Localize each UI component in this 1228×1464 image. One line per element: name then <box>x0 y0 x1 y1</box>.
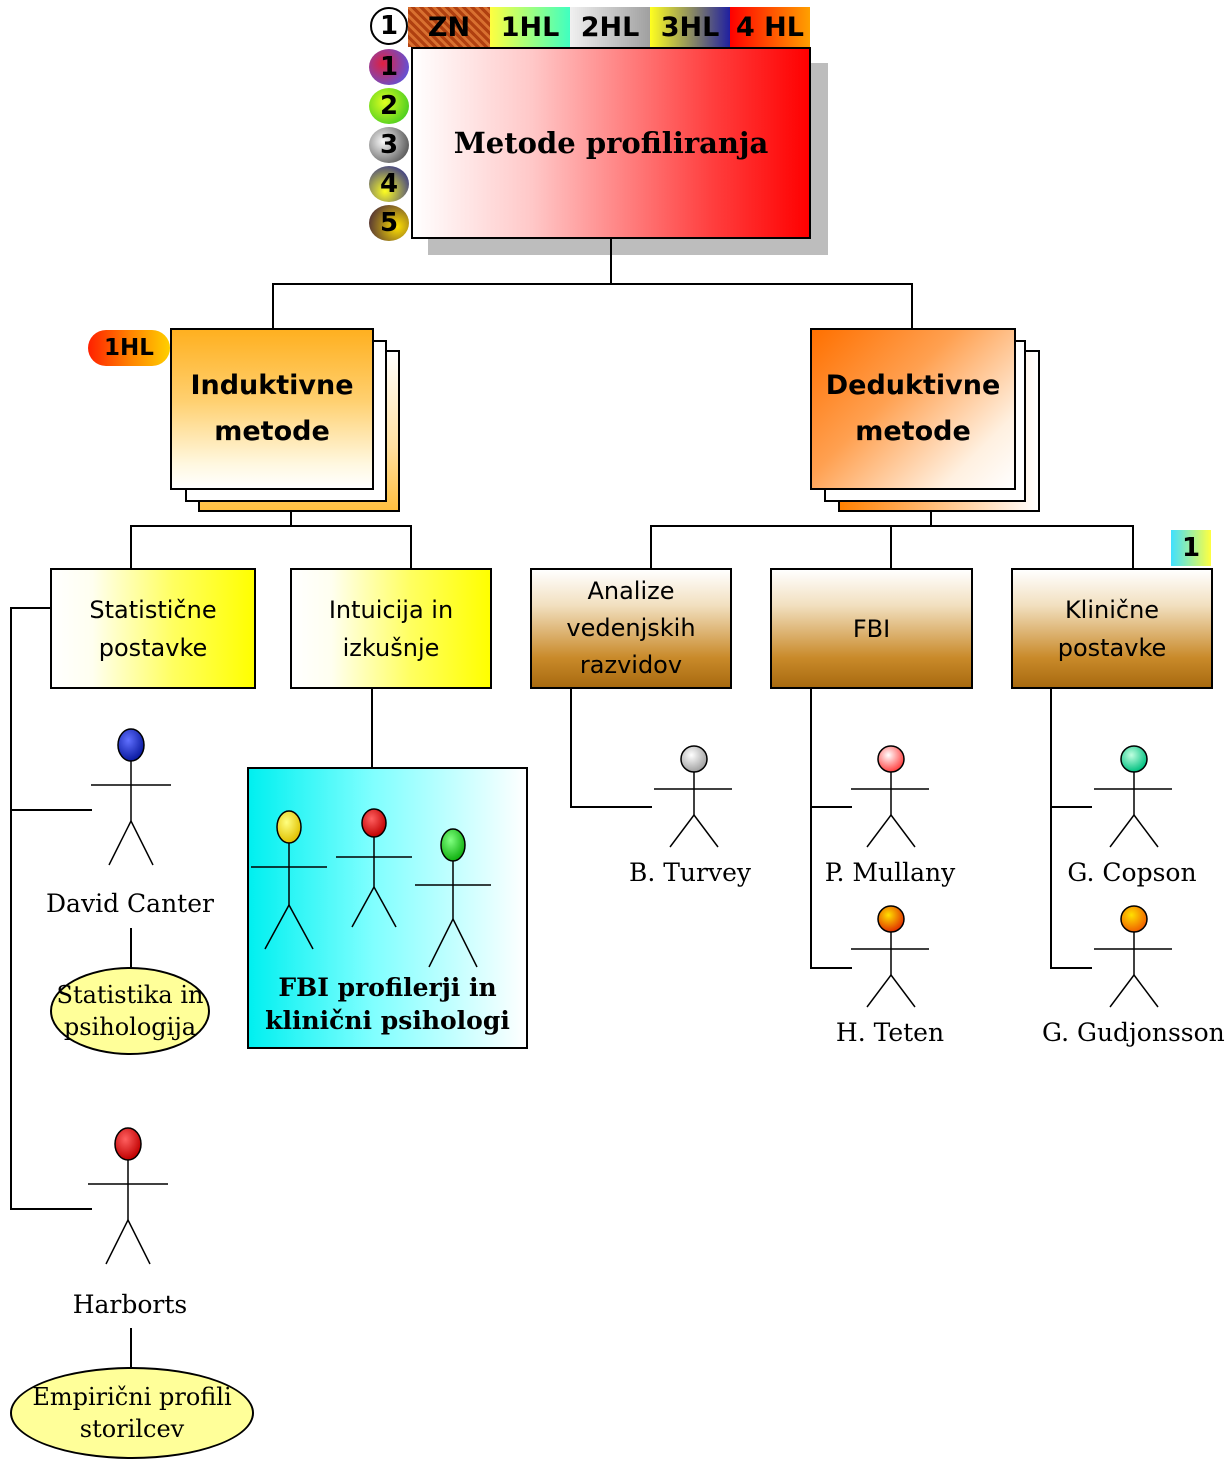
connector <box>650 525 1134 527</box>
sub-fbi[interactable]: FBI <box>770 568 973 689</box>
fbi-group-box[interactable]: FBI profilerji in klinični psihologi <box>247 767 528 1049</box>
sub-label: postavke <box>98 633 208 662</box>
connector <box>371 689 373 769</box>
person-name: Harborts <box>72 1290 188 1319</box>
connector <box>290 512 292 527</box>
connector <box>570 806 652 808</box>
stick-figure-teten <box>851 905 929 1008</box>
root-node[interactable]: Metode profiliranja <box>411 47 811 239</box>
fbi-figure-3 <box>415 828 491 968</box>
level-5-icon[interactable]: 5 <box>369 205 409 241</box>
person-name: G. Copson <box>1067 858 1197 887</box>
ellipse-empiricni-profili[interactable]: Empirični profili storilcev <box>10 1367 254 1459</box>
connector <box>130 928 132 970</box>
person-name: H. Teten <box>835 1018 945 1047</box>
fbi-group-label-line: klinični psihologi <box>265 1006 510 1035</box>
connector <box>911 283 913 329</box>
connector <box>272 283 912 285</box>
person-name: G. Gudjonsson <box>1042 1018 1225 1047</box>
sub-klinicne-postavke[interactable]: Klinične postavke <box>1011 568 1213 689</box>
sub-label: Intuicija in <box>328 595 454 624</box>
fbi-group-label-line: FBI profilerji in <box>278 973 497 1002</box>
sub-label: postavke <box>1057 633 1167 662</box>
connector <box>930 512 932 527</box>
connector <box>10 607 12 1210</box>
person-name: B. Turvey <box>628 858 752 887</box>
person-name: P. Mullany <box>824 858 956 887</box>
sub-statisticne-postavke[interactable]: Statistične postavke <box>50 568 256 689</box>
sub-analize-vedenjskih-razvidov[interactable]: Analize vedenjskih razvidov <box>530 568 732 689</box>
connector <box>810 689 812 969</box>
connector <box>1050 689 1052 969</box>
sub-label: vedenjskih <box>566 614 696 642</box>
inductive-line2: metode <box>214 416 330 447</box>
connector <box>810 967 852 969</box>
tab-number-circle: 1 <box>370 7 408 45</box>
ellipse-statistika-psihologija[interactable]: Statistika in psihologija <box>50 967 210 1055</box>
fbi-figure-1 <box>251 810 327 950</box>
ellipse-label: Empirični profili <box>32 1383 232 1411</box>
connector <box>1050 806 1092 808</box>
connector <box>1050 967 1092 969</box>
ellipse-label: Statistika in <box>56 981 204 1009</box>
level-4-icon[interactable]: 4 <box>369 166 409 202</box>
stick-figure-turvey <box>654 745 732 848</box>
inductive-line1: Induktivne <box>190 370 354 401</box>
connector <box>410 525 412 569</box>
level-3-icon[interactable]: 3 <box>369 127 409 163</box>
sub-label: izkušnje <box>342 633 440 662</box>
inductive-methods-node[interactable]: Induktivne metode <box>170 328 374 490</box>
badge-1hl[interactable]: 1HL <box>88 330 170 366</box>
connector <box>810 806 852 808</box>
sub-label: razvidov <box>579 651 683 679</box>
level-2-icon[interactable]: 2 <box>369 88 409 124</box>
fbi-figure-2 <box>336 808 412 928</box>
ellipse-label: psihologija <box>63 1013 197 1041</box>
stick-figure-david-canter <box>91 728 171 866</box>
sub-intuicija-izkusnje[interactable]: Intuicija in izkušnje <box>290 568 492 689</box>
connector <box>130 525 132 569</box>
tab-3hl[interactable]: 3HL <box>650 7 730 47</box>
stick-figure-gudjonsson <box>1094 905 1172 1008</box>
connector <box>272 283 274 329</box>
stick-figure-copson <box>1094 745 1172 848</box>
tab-2hl[interactable]: 2HL <box>570 7 650 47</box>
connector <box>1132 525 1134 569</box>
stick-figure-mullany <box>851 745 929 848</box>
deductive-line1: Deduktivne <box>825 370 1001 401</box>
fbi-group-figures <box>251 808 491 968</box>
sub-label: Statistične <box>89 595 217 624</box>
sub-label: Analize <box>587 577 675 605</box>
tab-1hl[interactable]: 1HL <box>490 7 570 47</box>
sub-label: FBI <box>852 614 891 643</box>
connector <box>570 689 572 807</box>
stick-figure-harborts <box>88 1127 168 1265</box>
person-name: David Canter <box>46 889 214 918</box>
sub-label: Klinične <box>1064 595 1160 624</box>
corner-badge[interactable]: 1 <box>1171 530 1211 566</box>
level-1-icon[interactable]: 1 <box>369 49 409 85</box>
connector <box>130 1328 132 1370</box>
connector <box>650 525 652 569</box>
fbi-group-label: FBI profilerji in klinični psihologi <box>249 971 526 1037</box>
connector <box>10 607 52 609</box>
deductive-methods-node[interactable]: Deduktivne metode <box>810 328 1016 490</box>
deductive-line2: metode <box>855 416 971 447</box>
root-title: Metode profiliranja <box>453 126 769 160</box>
connector <box>10 809 92 811</box>
tab-zn[interactable]: ZN <box>408 7 490 47</box>
ellipse-label: storilcev <box>79 1415 185 1443</box>
connector <box>890 525 892 569</box>
connector <box>130 525 412 527</box>
connector <box>10 1208 92 1210</box>
connector <box>610 239 612 284</box>
tab-4hl[interactable]: 4 HL <box>730 7 810 47</box>
